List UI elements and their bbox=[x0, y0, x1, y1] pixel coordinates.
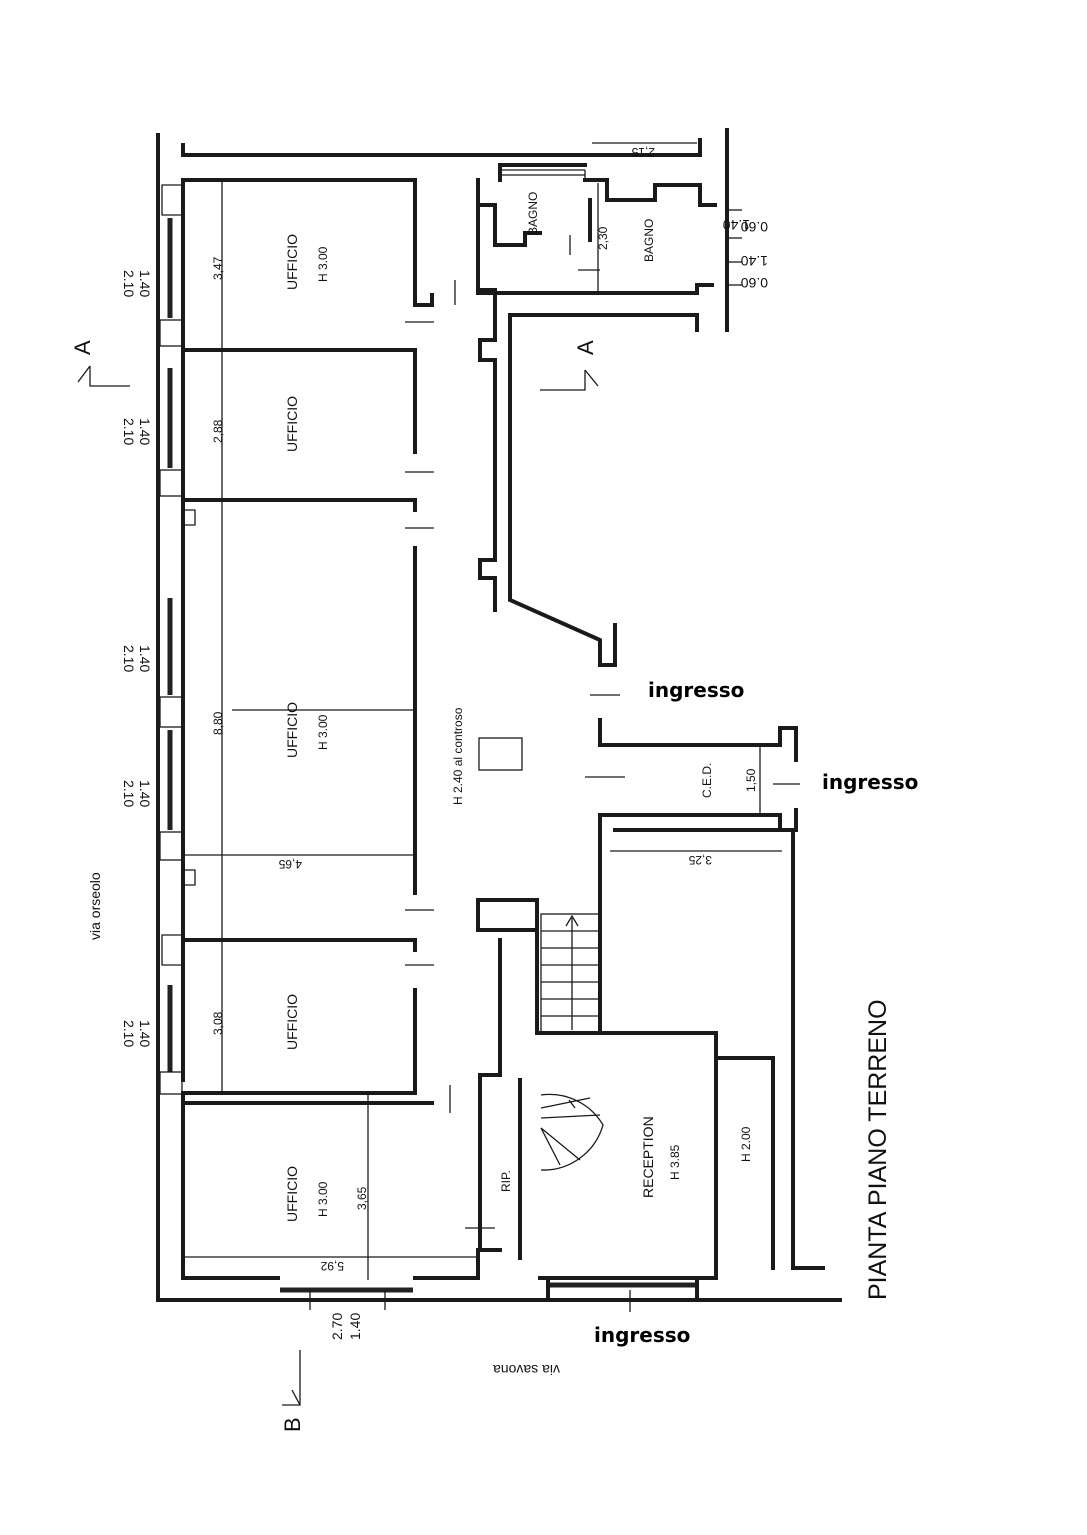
bath-dim-a: 1.40 bbox=[723, 217, 750, 233]
win-dim-a: 2.10 bbox=[121, 645, 137, 672]
room-name: BAGNO bbox=[526, 192, 540, 235]
room-ufficio-2: UFFICIO 2,88 bbox=[211, 396, 300, 452]
room-name: UFFICIO bbox=[284, 396, 300, 452]
dim-3-25: 3,25 bbox=[688, 853, 712, 867]
room-dim: 3,08 bbox=[211, 1011, 225, 1035]
room-height: H 3.00 bbox=[316, 1181, 330, 1217]
win-dim-b: 1.40 bbox=[137, 645, 153, 672]
win-dim-a: 2.10 bbox=[121, 270, 137, 297]
room-dim: 8,80 bbox=[211, 711, 225, 735]
room-bagno-1: BAGNO bbox=[526, 192, 540, 235]
room-rip: RIP. bbox=[499, 1170, 513, 1192]
interior-walls bbox=[181, 163, 775, 1280]
corridor-note: H 2.40 al controso bbox=[451, 707, 465, 805]
section-a-right: A bbox=[573, 340, 598, 355]
win-dim-b: 1.40 bbox=[137, 780, 153, 807]
dim-5-92: 5,92 bbox=[320, 1259, 344, 1273]
room-ced: C.E.D. 1,50 bbox=[700, 763, 758, 798]
room-height: H 3.85 bbox=[668, 1144, 682, 1180]
bath-window-dims-1: 1.40 0.60 bbox=[723, 217, 768, 235]
win-dim-a: 2.10 bbox=[121, 780, 137, 807]
room-height: H 2.00 bbox=[739, 1126, 753, 1162]
room-name: UFFICIO bbox=[284, 1166, 300, 1222]
bath-window-dims-2: 1.40 0.60 bbox=[741, 253, 768, 291]
entrance-label-east: ingresso bbox=[648, 678, 744, 702]
room-bagno-2: BAGNO 2,30 bbox=[596, 219, 656, 262]
room-name: BAGNO bbox=[642, 219, 656, 262]
front-openings bbox=[280, 1282, 695, 1293]
front-dim-b: 1.40 bbox=[347, 1313, 363, 1340]
window-dims-1: 2.10 1.40 bbox=[121, 270, 153, 297]
section-markers bbox=[77, 365, 599, 1406]
room-dim: 3,47 bbox=[211, 256, 225, 280]
room-ufficio-4: UFFICIO 3,08 bbox=[211, 994, 300, 1050]
room-dim: 2,88 bbox=[211, 419, 225, 443]
dim-4-65: 4,65 bbox=[278, 857, 302, 871]
room-ufficio-3: UFFICIO H 3.00 8,80 bbox=[211, 702, 330, 758]
bath-dim-a: 1.40 bbox=[741, 253, 768, 269]
bath-dim-b: 0.60 bbox=[741, 219, 768, 235]
street-side-label: via orseolo bbox=[87, 872, 103, 940]
room-name: C.E.D. bbox=[700, 763, 714, 798]
window-dims-4: 2.10 1.40 bbox=[121, 780, 153, 807]
room-reception: RECEPTION H 3.85 bbox=[640, 1116, 682, 1198]
room-height: H 3.00 bbox=[316, 246, 330, 282]
window-dims-3: 2.10 1.40 bbox=[121, 645, 153, 672]
room-height: H 3.00 bbox=[316, 714, 330, 750]
room-dim: 3,65 bbox=[355, 1186, 369, 1210]
win-dim-a: 2.10 bbox=[121, 1020, 137, 1047]
win-dim-b: 1.40 bbox=[137, 1020, 153, 1047]
window-dims-5: 2.10 1.40 bbox=[121, 1020, 153, 1047]
outer-walls bbox=[156, 128, 842, 1302]
entrance-label-ced: ingresso bbox=[822, 770, 918, 794]
win-dim-b: 1.40 bbox=[137, 418, 153, 445]
street-front-label: via savona bbox=[493, 1362, 560, 1378]
room-name: RIP. bbox=[499, 1170, 513, 1192]
room-dim: 2,30 bbox=[596, 226, 610, 250]
room-dim: 1,50 bbox=[744, 768, 758, 792]
bath-dim-b: 0.60 bbox=[741, 275, 768, 291]
room-name: UFFICIO bbox=[284, 234, 300, 290]
room-name: UFFICIO bbox=[284, 994, 300, 1050]
section-b: B bbox=[280, 1417, 305, 1432]
win-dim-a: 2.10 bbox=[121, 418, 137, 445]
dimension-lines bbox=[181, 142, 782, 1310]
door-marks bbox=[405, 235, 800, 1312]
room-name: UFFICIO bbox=[284, 702, 300, 758]
plan-title: PIANTA PIANO TERRENO bbox=[864, 999, 892, 1300]
section-a-left: A bbox=[70, 340, 95, 355]
room-name: RECEPTION bbox=[640, 1116, 656, 1198]
entrance-label-front: ingresso bbox=[594, 1323, 690, 1347]
room-ufficio-5: UFFICIO H 3.00 3,65 bbox=[284, 1166, 369, 1222]
room-ufficio-1: UFFICIO H 3.00 3,47 bbox=[211, 234, 330, 290]
room-h200: H 2.00 bbox=[739, 1126, 753, 1162]
dim-2-15: 2,15 bbox=[631, 145, 655, 159]
win-dim-b: 1.40 bbox=[137, 270, 153, 297]
stairs bbox=[540, 913, 604, 1171]
window-dims-2: 2.10 1.40 bbox=[121, 418, 153, 445]
front-dim-a: 2.70 bbox=[329, 1313, 345, 1340]
side-windows bbox=[159, 184, 196, 1095]
